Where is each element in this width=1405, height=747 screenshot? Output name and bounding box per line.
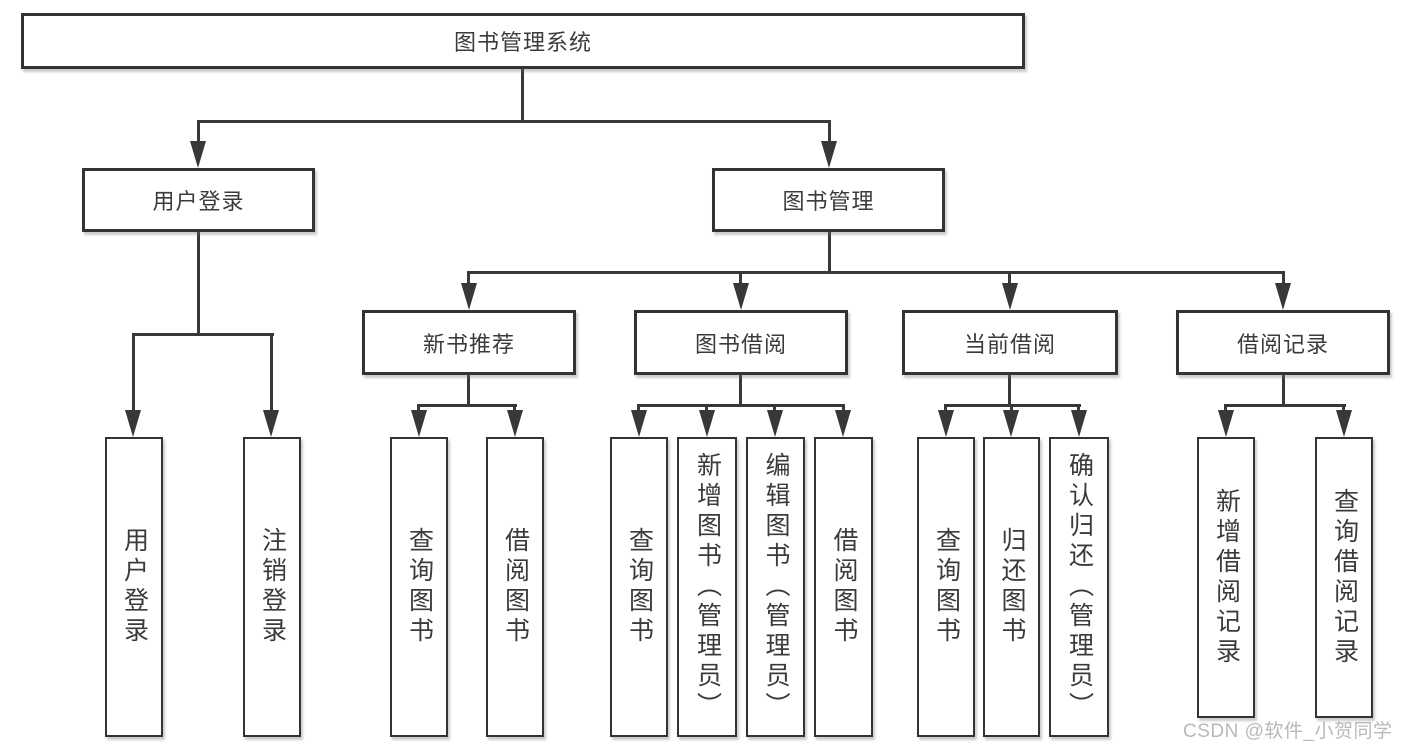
leaf-query-books-borrowing: 查询图书 xyxy=(610,437,668,737)
leaf-edit-book-admin: 编辑图书（管理员） xyxy=(746,437,805,737)
leaf-user-login-label: 用户登录 xyxy=(120,527,149,647)
leaf-query-borrow-record: 查询借阅记录 xyxy=(1315,437,1373,718)
edge-new-book-recommend-split xyxy=(417,404,517,407)
node-root-label: 图书管理系统 xyxy=(453,30,592,55)
edge-to-leaf-user-login-stem xyxy=(132,333,135,412)
edge-user-login-stem xyxy=(197,232,200,336)
edge-to-current-borrowing-stem xyxy=(1008,271,1011,285)
arrowhead-book-management-icon xyxy=(821,141,837,168)
leaf-add-book-admin: 新增图书（管理员） xyxy=(677,437,737,737)
node-book-borrowing: 图书借阅 xyxy=(634,310,848,375)
edge-book-borrowing-stem2 xyxy=(739,375,742,407)
leaf-query-books-current-label: 查询图书 xyxy=(932,527,961,647)
edge-to-leaf-edit-book-stem xyxy=(773,404,776,414)
edge-to-leaf-confirm-return-stem xyxy=(1077,404,1080,414)
node-user-login: 用户登录 xyxy=(82,168,315,232)
arrowhead-leaf-query-borrowing-icon xyxy=(631,410,647,437)
leaf-confirm-return-admin: 确认归还（管理员） xyxy=(1049,437,1109,737)
arrowhead-borrow-records-icon xyxy=(1275,283,1291,310)
node-root: 图书管理系统 xyxy=(21,13,1025,69)
arrowhead-leaf-logout-icon xyxy=(263,410,279,437)
arrowhead-leaf-borrow-books-icon xyxy=(835,410,851,437)
node-current-borrowing: 当前借阅 xyxy=(902,310,1118,375)
edge-to-borrow-records-stem xyxy=(1282,271,1285,285)
edge-to-leaf-logout-stem xyxy=(270,333,273,412)
leaf-logout-label: 注销登录 xyxy=(258,527,287,647)
edge-to-new-book-recommend-stem xyxy=(467,271,470,285)
edge-to-leaf-add-book-stem xyxy=(705,404,708,414)
arrowhead-leaf-query-recommend-icon xyxy=(411,410,427,437)
node-book-management-label: 图书管理 xyxy=(782,189,875,214)
arrowhead-leaf-return-book-icon xyxy=(1003,410,1019,437)
edge-to-user-login-stem xyxy=(197,120,200,144)
edge-to-leaf-query-recommend-stem xyxy=(417,404,420,414)
arrowhead-new-book-recommend-icon xyxy=(461,283,477,310)
arrowhead-leaf-query-current-icon xyxy=(938,410,954,437)
node-current-borrowing-label: 当前借阅 xyxy=(963,331,1056,357)
edge-to-leaf-query-record-stem xyxy=(1342,404,1345,414)
leaf-return-book-label: 归还图书 xyxy=(998,527,1026,647)
arrowhead-user-login-icon xyxy=(190,141,206,168)
edge-to-leaf-return-book-stem xyxy=(1010,404,1013,414)
edge-to-leaf-borrow-recommend-stem xyxy=(513,404,516,414)
leaf-borrow-books-recommend-label: 借阅图书 xyxy=(501,527,530,647)
node-book-management: 图书管理 xyxy=(712,168,945,232)
node-book-borrowing-label: 图书借阅 xyxy=(694,331,787,357)
edge-to-leaf-borrow-books-stem xyxy=(842,404,845,414)
node-new-book-recommend: 新书推荐 xyxy=(362,310,576,375)
leaf-query-borrow-record-label: 查询借阅记录 xyxy=(1330,487,1359,668)
node-borrow-records: 借阅记录 xyxy=(1176,310,1390,375)
leaf-return-book: 归还图书 xyxy=(983,437,1040,737)
arrowhead-leaf-confirm-return-icon xyxy=(1071,410,1087,437)
node-borrow-records-label: 借阅记录 xyxy=(1236,331,1329,357)
edge-to-book-management-stem xyxy=(828,120,831,144)
arrowhead-leaf-user-login-icon xyxy=(125,410,141,437)
arrowhead-leaf-add-book-icon xyxy=(699,410,715,437)
leaf-confirm-return-admin-label: 确认归还（管理员） xyxy=(1065,452,1094,722)
node-new-book-recommend-label: 新书推荐 xyxy=(422,331,515,357)
arrowhead-leaf-query-record-icon xyxy=(1336,410,1352,437)
leaf-add-book-admin-label: 新增图书（管理员） xyxy=(693,452,722,722)
arrowhead-book-borrowing-icon xyxy=(733,283,749,310)
edge-to-leaf-add-record-stem xyxy=(1224,404,1227,414)
edge-new-book-recommend-stem xyxy=(467,375,470,407)
arrowhead-leaf-add-record-icon xyxy=(1218,410,1234,437)
leaf-user-login: 用户登录 xyxy=(105,437,163,737)
edge-to-leaf-query-borrowing-stem xyxy=(637,404,640,414)
leaf-query-books-current: 查询图书 xyxy=(917,437,975,737)
leaf-add-borrow-record-label: 新增借阅记录 xyxy=(1212,487,1241,668)
edge-root-stem xyxy=(521,69,524,123)
edge-to-leaf-query-current-stem xyxy=(944,404,947,414)
edge-to-book-borrowing-stem xyxy=(739,271,742,285)
edge-book-management-stem xyxy=(828,232,831,274)
leaf-borrow-books: 借阅图书 xyxy=(814,437,873,737)
arrowhead-current-borrowing-icon xyxy=(1002,283,1018,310)
edge-book-management-split xyxy=(467,271,1285,274)
leaf-query-books-recommend: 查询图书 xyxy=(390,437,448,737)
node-user-login-label: 用户登录 xyxy=(152,189,245,214)
leaf-logout: 注销登录 xyxy=(243,437,301,737)
arrowhead-leaf-borrow-recommend-icon xyxy=(507,410,523,437)
csdn-watermark: CSDN @软件_小贺同学 xyxy=(1183,721,1393,742)
leaf-query-books-recommend-label: 查询图书 xyxy=(405,527,434,647)
edge-root-split xyxy=(197,120,831,123)
leaf-borrow-books-recommend: 借阅图书 xyxy=(486,437,544,737)
edge-borrow-records-split xyxy=(1224,404,1346,407)
edge-book-borrowing-split xyxy=(637,404,845,407)
leaf-borrow-books-label: 借阅图书 xyxy=(830,527,858,647)
leaf-edit-book-admin-label: 编辑图书（管理员） xyxy=(762,452,790,722)
leaf-add-borrow-record: 新增借阅记录 xyxy=(1197,437,1255,718)
arrowhead-leaf-edit-book-icon xyxy=(767,410,783,437)
edge-borrow-records-stem2 xyxy=(1282,375,1285,407)
edge-current-borrowing-stem2 xyxy=(1008,375,1011,407)
edge-user-login-split xyxy=(132,333,274,336)
leaf-query-books-borrowing-label: 查询图书 xyxy=(625,527,654,647)
